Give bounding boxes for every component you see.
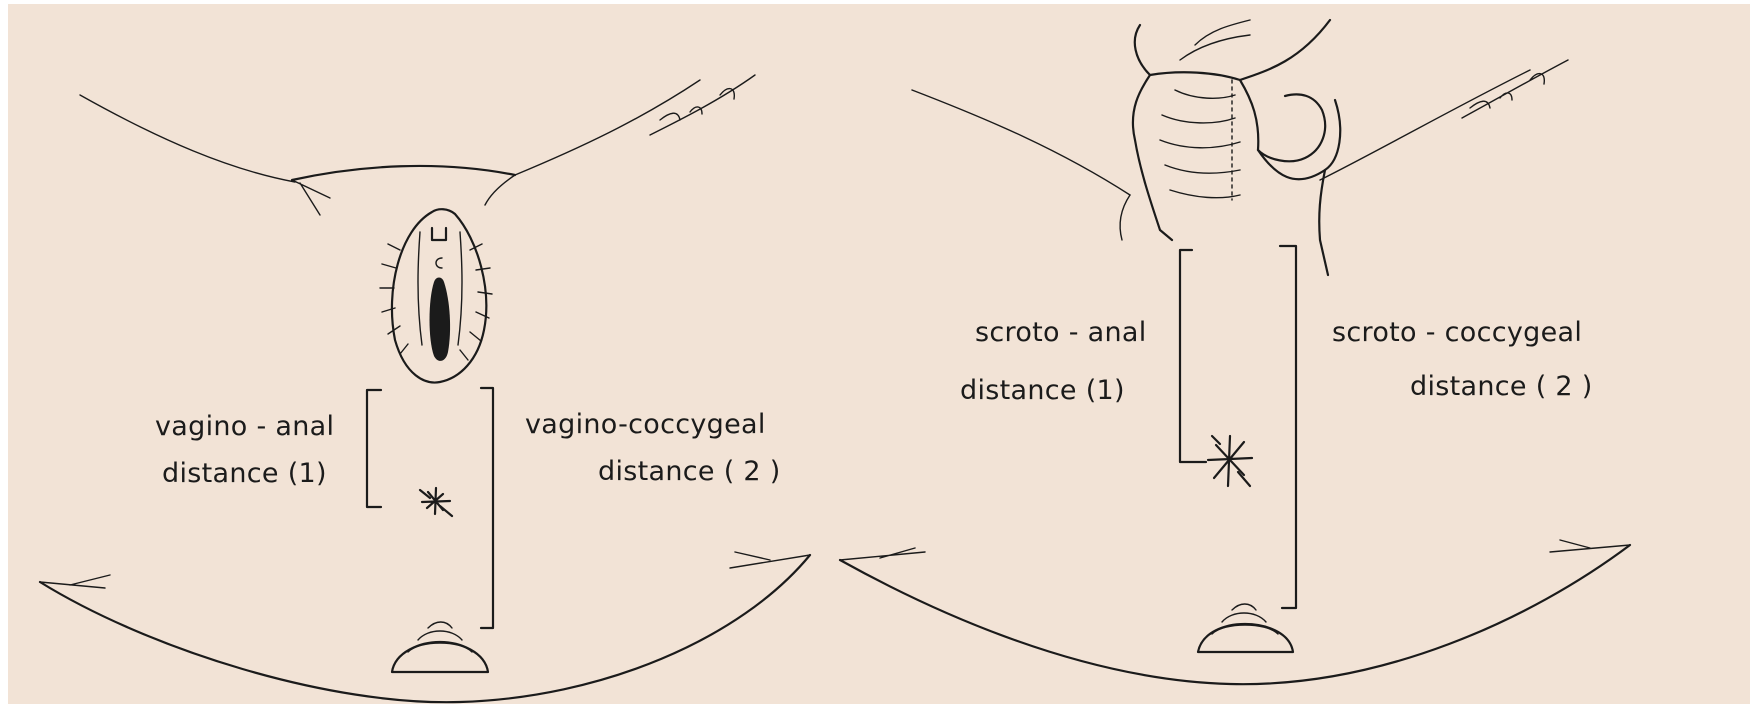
vagino-anal-label-line1: vagino - anal: [155, 411, 334, 442]
scroto-anal-label-line2: distance (1): [960, 375, 1125, 406]
paper-background: [8, 4, 1750, 704]
vagino-coccygeal-label-line1: vagino-coccygeal: [525, 409, 766, 440]
vagino-anal-label-line2: distance (1): [162, 458, 327, 489]
scroto-anal-label-line1: scroto - anal: [975, 317, 1147, 348]
scroto-coccygeal-label-line2: distance ( 2 ): [1410, 371, 1593, 402]
scroto-coccygeal-label-line1: scroto - coccygeal: [1332, 317, 1582, 348]
vagino-coccygeal-label-line2: distance ( 2 ): [598, 456, 781, 487]
